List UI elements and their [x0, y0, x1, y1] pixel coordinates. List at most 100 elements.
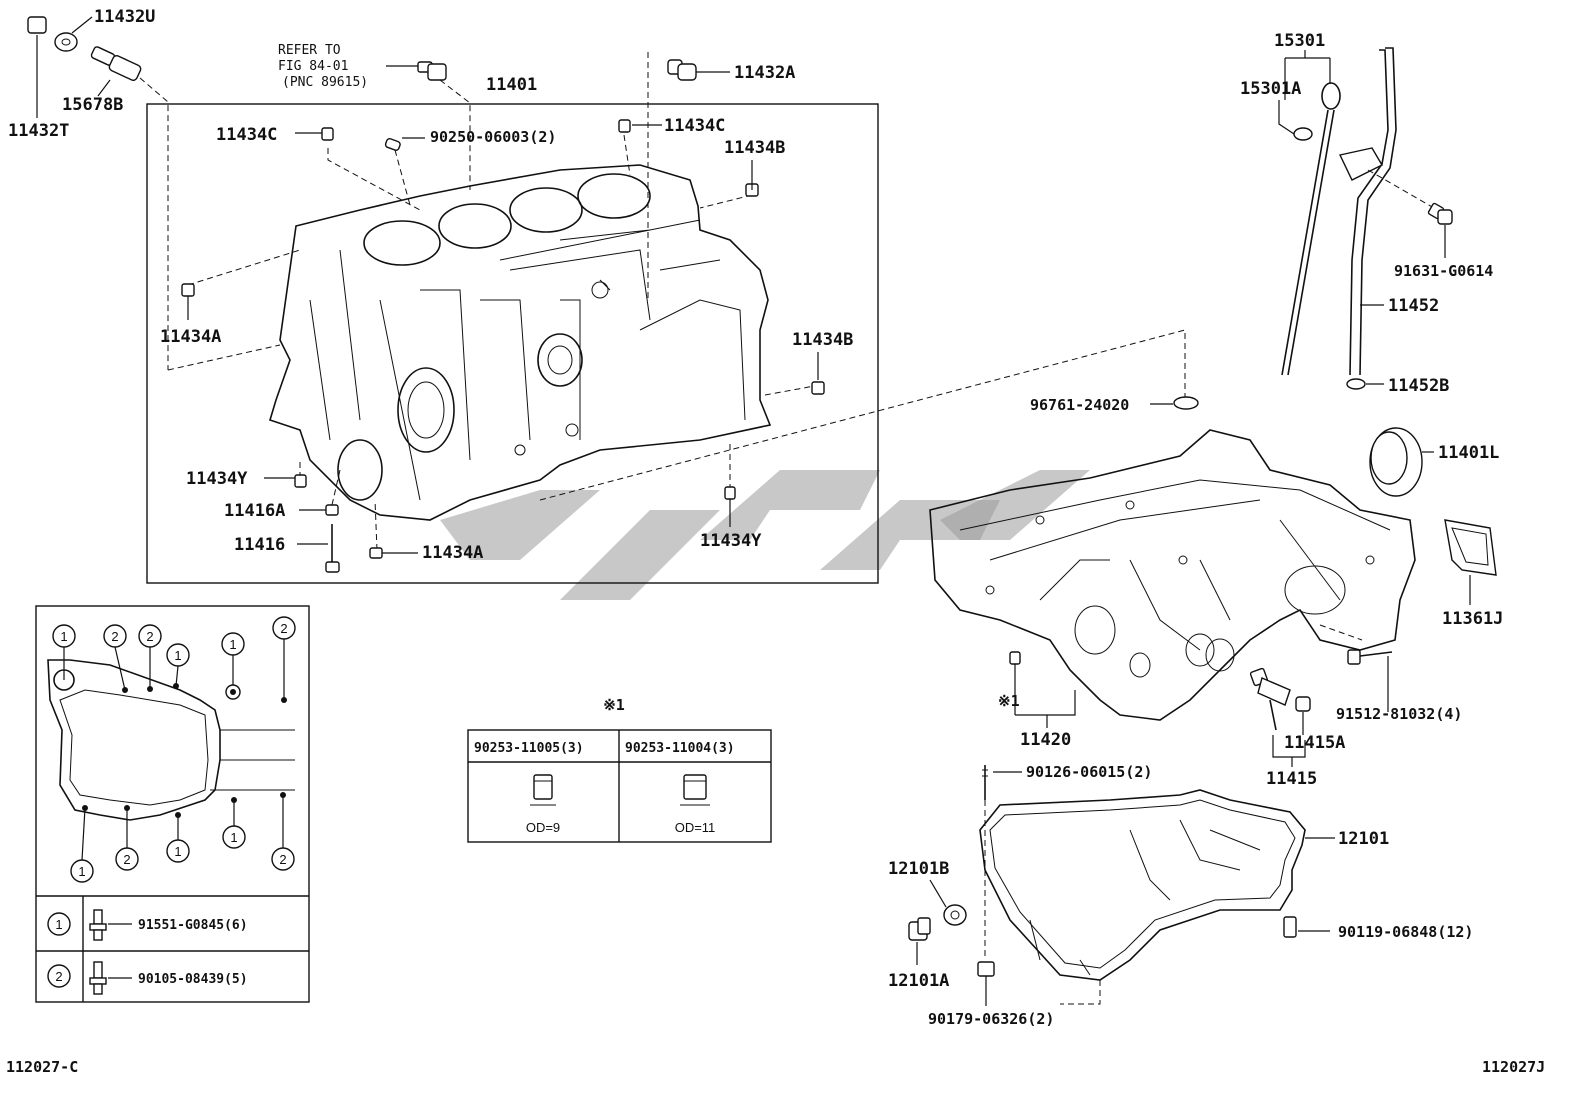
- label-11434Y-left: 11434Y: [186, 469, 248, 489]
- nut-90179-06326: [977, 961, 995, 1006]
- note-od-2: OD=11: [675, 820, 716, 835]
- svg-text:1: 1: [230, 830, 237, 845]
- label-15678B: 15678B: [62, 95, 123, 115]
- label-12101: 12101: [1338, 829, 1389, 849]
- svg-text:2: 2: [111, 629, 118, 644]
- label-11434B-top: 11434B: [724, 138, 785, 158]
- stiffening-crankcase-11420: [929, 429, 1416, 721]
- plug-11434C-right: [618, 119, 631, 133]
- bolt-legend-row-2: 2 90105-08439(5): [47, 961, 248, 995]
- svg-text:1: 1: [229, 637, 236, 652]
- label-11432A: 11432A: [734, 63, 795, 83]
- bolt-location-panel: [35, 605, 310, 1003]
- plug-11432T: [27, 16, 47, 118]
- label-91512-81032: 91512-81032(4): [1336, 705, 1462, 723]
- label-12101A: 12101A: [888, 971, 949, 991]
- plug-11432A: [667, 59, 697, 81]
- note-part-2: 90253-11004(3): [625, 741, 735, 756]
- footer-code-right: 112027J: [1482, 1058, 1545, 1076]
- label-15301: 15301: [1274, 31, 1325, 51]
- label-90126-06015: 90126-06015(2): [1026, 763, 1152, 781]
- label-11401L: 11401L: [1438, 443, 1499, 463]
- o-ring-96761-24020: [1150, 396, 1199, 410]
- legend-part-2: 90105-08439(5): [138, 972, 248, 987]
- bolt-91631-G0614: [1367, 169, 1453, 258]
- plug-11434A-bottom: [369, 547, 383, 559]
- label-11452B: 11452B: [1388, 376, 1449, 396]
- label-11415A: 11415A: [1284, 733, 1345, 753]
- bolt-markers: 1 2 2 1 1 2 1 2 1: [52, 616, 296, 883]
- cylinder-block-frame: [146, 103, 879, 584]
- label-90179-06326: 90179-06326(2): [928, 1010, 1054, 1028]
- seal-11401L: [1369, 427, 1434, 497]
- plug-11434A-left: [181, 283, 195, 297]
- cylinder-block-11401: [269, 164, 772, 521]
- note-table-title: ※1: [603, 696, 625, 714]
- note-part-1: 90253-11005(3): [474, 741, 584, 756]
- label-11434Y-bottom: 11434Y: [700, 531, 762, 551]
- plug-11434C-left: [321, 127, 334, 141]
- label-11432U: 11432U: [94, 7, 155, 27]
- plug-11420-note: [1009, 651, 1076, 728]
- bracket-11361J: [1444, 519, 1497, 605]
- label-90119-06848: 90119-06848(12): [1338, 923, 1473, 941]
- label-90250-06003: 90250-06003(2): [430, 128, 556, 146]
- label-refer-1: REFER TO: [278, 43, 341, 58]
- plug-11434Y-left: [294, 474, 307, 488]
- plug-12101A: [908, 917, 931, 965]
- svg-text:2: 2: [146, 629, 153, 644]
- label-11452: 11452: [1388, 296, 1439, 316]
- part-labels: 11432U 11432T 15678B REFER TO FIG 84-01 …: [8, 7, 1503, 1028]
- footer-code-left: 112027-C: [6, 1058, 78, 1076]
- legend-marker-2: 2: [55, 969, 62, 984]
- gasket-12101B: [929, 879, 967, 926]
- watermark-logo: [440, 470, 1090, 600]
- label-11401: 11401: [486, 75, 537, 95]
- label-11434A-left: 11434A: [160, 327, 221, 347]
- svg-text:1: 1: [174, 648, 181, 663]
- bolt-91512-81032: [1319, 624, 1393, 712]
- label-96761-24020: 96761-24020: [1030, 396, 1129, 414]
- label-11361J: 11361J: [1442, 609, 1503, 629]
- label-refer-2: FIG 84-01: [278, 59, 348, 74]
- dipstick-15301: [1281, 50, 1341, 376]
- note-table: ※1 90253-11005(3) 90253-11004(3) OD=9 OD…: [467, 696, 772, 843]
- washer-11416A: [325, 504, 339, 516]
- svg-text:1: 1: [174, 844, 181, 859]
- label-11420-note: ※1: [998, 692, 1020, 710]
- oil-pan-12101: [979, 789, 1306, 981]
- label-11432T: 11432T: [8, 121, 69, 141]
- label-refer-3: (PNC 89615): [282, 75, 368, 90]
- guide-11452: [1338, 47, 1397, 376]
- oil-strainer-11415: [1249, 667, 1311, 767]
- svg-text:2: 2: [280, 621, 287, 636]
- sensor-15678B: [90, 46, 142, 97]
- o-ring-11452B: [1346, 378, 1384, 390]
- legend-part-1: 91551-G0845(6): [138, 918, 248, 933]
- label-11420: 11420: [1020, 730, 1071, 750]
- svg-text:2: 2: [279, 852, 286, 867]
- label-12101B: 12101B: [888, 859, 949, 879]
- pin-90250-06003: [384, 137, 401, 151]
- stud-90126-06015: [982, 765, 1022, 960]
- bolt-11416: [325, 524, 340, 573]
- label-11415: 11415: [1266, 769, 1317, 789]
- legend-marker-1: 1: [55, 917, 62, 932]
- oil-pressure-switch: [386, 61, 447, 81]
- label-11434C-left: 11434C: [216, 125, 277, 145]
- label-11434C-right: 11434C: [664, 116, 725, 136]
- plug-11434B-right: [811, 381, 825, 395]
- svg-text:2: 2: [123, 852, 130, 867]
- bolt-legend-row-1: 1 91551-G0845(6): [47, 909, 248, 941]
- label-11416: 11416: [234, 535, 285, 555]
- label-11416A: 11416A: [224, 501, 285, 521]
- label-15301A: 15301A: [1240, 79, 1301, 99]
- svg-text:1: 1: [78, 864, 85, 879]
- note-od-1: OD=9: [526, 820, 560, 835]
- svg-text:1: 1: [60, 629, 67, 644]
- washer-11432U: [54, 16, 93, 52]
- o-ring-15301A: [1278, 100, 1313, 141]
- label-11434A-bottom: 11434A: [422, 543, 483, 563]
- label-91631-G0614: 91631-G0614: [1394, 262, 1493, 280]
- bolt-90119-06848: [1283, 916, 1330, 938]
